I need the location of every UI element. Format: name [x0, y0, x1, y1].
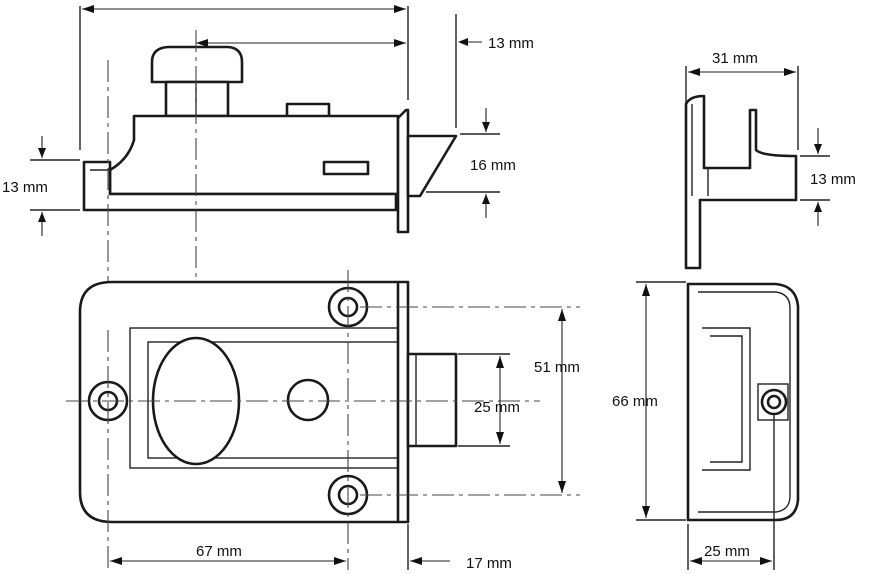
- dim-label-side-depth: 31 mm: [712, 50, 758, 67]
- dim-label-bolt-projection: 13 mm: [488, 35, 534, 52]
- dim-label-plate-offset: 13 mm: [2, 179, 48, 196]
- dim-label-bolt-width: 25 mm: [474, 399, 520, 416]
- base-plate-top: [82, 160, 398, 212]
- front-plate-top: [396, 108, 410, 234]
- dim-label-side-width: 25 mm: [704, 543, 750, 560]
- bolt-top: [406, 134, 458, 198]
- spindle-hole: [286, 378, 330, 422]
- side-profile: [684, 94, 798, 270]
- dim-label-side-flange: 13 mm: [810, 171, 856, 188]
- front-view: [66, 270, 580, 570]
- side-view-top: [684, 66, 830, 270]
- latch-body-top: [108, 114, 400, 196]
- dim-label-bolt-throw: 17 mm: [466, 555, 512, 572]
- dim-label-fixing-spacing: 51 mm: [534, 359, 580, 376]
- side-view-bottom: [636, 281, 800, 570]
- top-view: [30, 5, 500, 320]
- side-screw-hole: [760, 388, 788, 416]
- dim-label-body-height: 66 mm: [612, 393, 658, 410]
- dim-label-body-length: 67 mm: [196, 543, 242, 560]
- bolt-front: [406, 352, 458, 448]
- knob-head: [150, 45, 244, 84]
- side-body: [686, 282, 800, 522]
- knob-stem: [164, 80, 230, 118]
- dim-label-bolt-height: 16 mm: [470, 157, 516, 174]
